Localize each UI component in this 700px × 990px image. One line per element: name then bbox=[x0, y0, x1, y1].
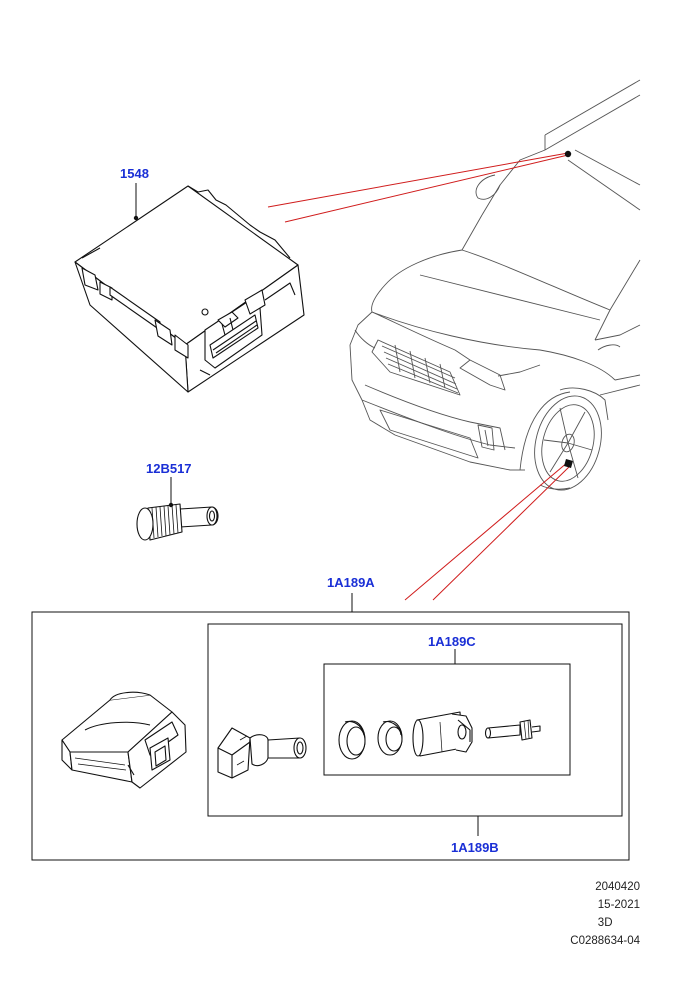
tpms-sensor-illustration bbox=[61, 691, 187, 789]
diagram-metadata: 2040420 15-2021 3D C0288634-04 bbox=[570, 878, 640, 950]
seal-kit-box bbox=[323, 663, 571, 776]
valve-stem-illustration bbox=[136, 503, 219, 541]
module-callout-dot bbox=[133, 215, 139, 221]
module-location-marker bbox=[564, 150, 572, 158]
tpms-module-illustration bbox=[74, 185, 305, 393]
valve-kit-box bbox=[207, 623, 623, 817]
leader-lines bbox=[267, 152, 572, 601]
metadata-date-code: 15-2021 bbox=[597, 899, 640, 911]
callout-valve-kit-1a189b[interactable]: 1A189B bbox=[451, 840, 499, 855]
sensor-location-marker bbox=[564, 459, 573, 468]
metadata-reference-code: C0288634-04 bbox=[570, 935, 640, 947]
metadata-illustration-number: 2040420 bbox=[595, 881, 640, 893]
nut-end bbox=[412, 719, 424, 757]
callout-module-1548[interactable]: 1548 bbox=[120, 166, 149, 181]
valve-stem-callout-dot bbox=[168, 502, 174, 508]
vehicle-illustration bbox=[349, 79, 641, 491]
metadata-view-type: 3D bbox=[597, 917, 613, 929]
sensor-kit-box bbox=[31, 611, 630, 861]
callout-sensor-kit-1a189a[interactable]: 1A189A bbox=[327, 575, 375, 590]
callout-valve-stem-12b517[interactable]: 12B517 bbox=[146, 461, 192, 476]
callout-seal-kit-1a189c[interactable]: 1A189C bbox=[428, 634, 476, 649]
tpms-valve-illustration bbox=[217, 727, 307, 779]
kit-boxes bbox=[31, 593, 630, 861]
seal-kit-illustration bbox=[338, 711, 541, 760]
